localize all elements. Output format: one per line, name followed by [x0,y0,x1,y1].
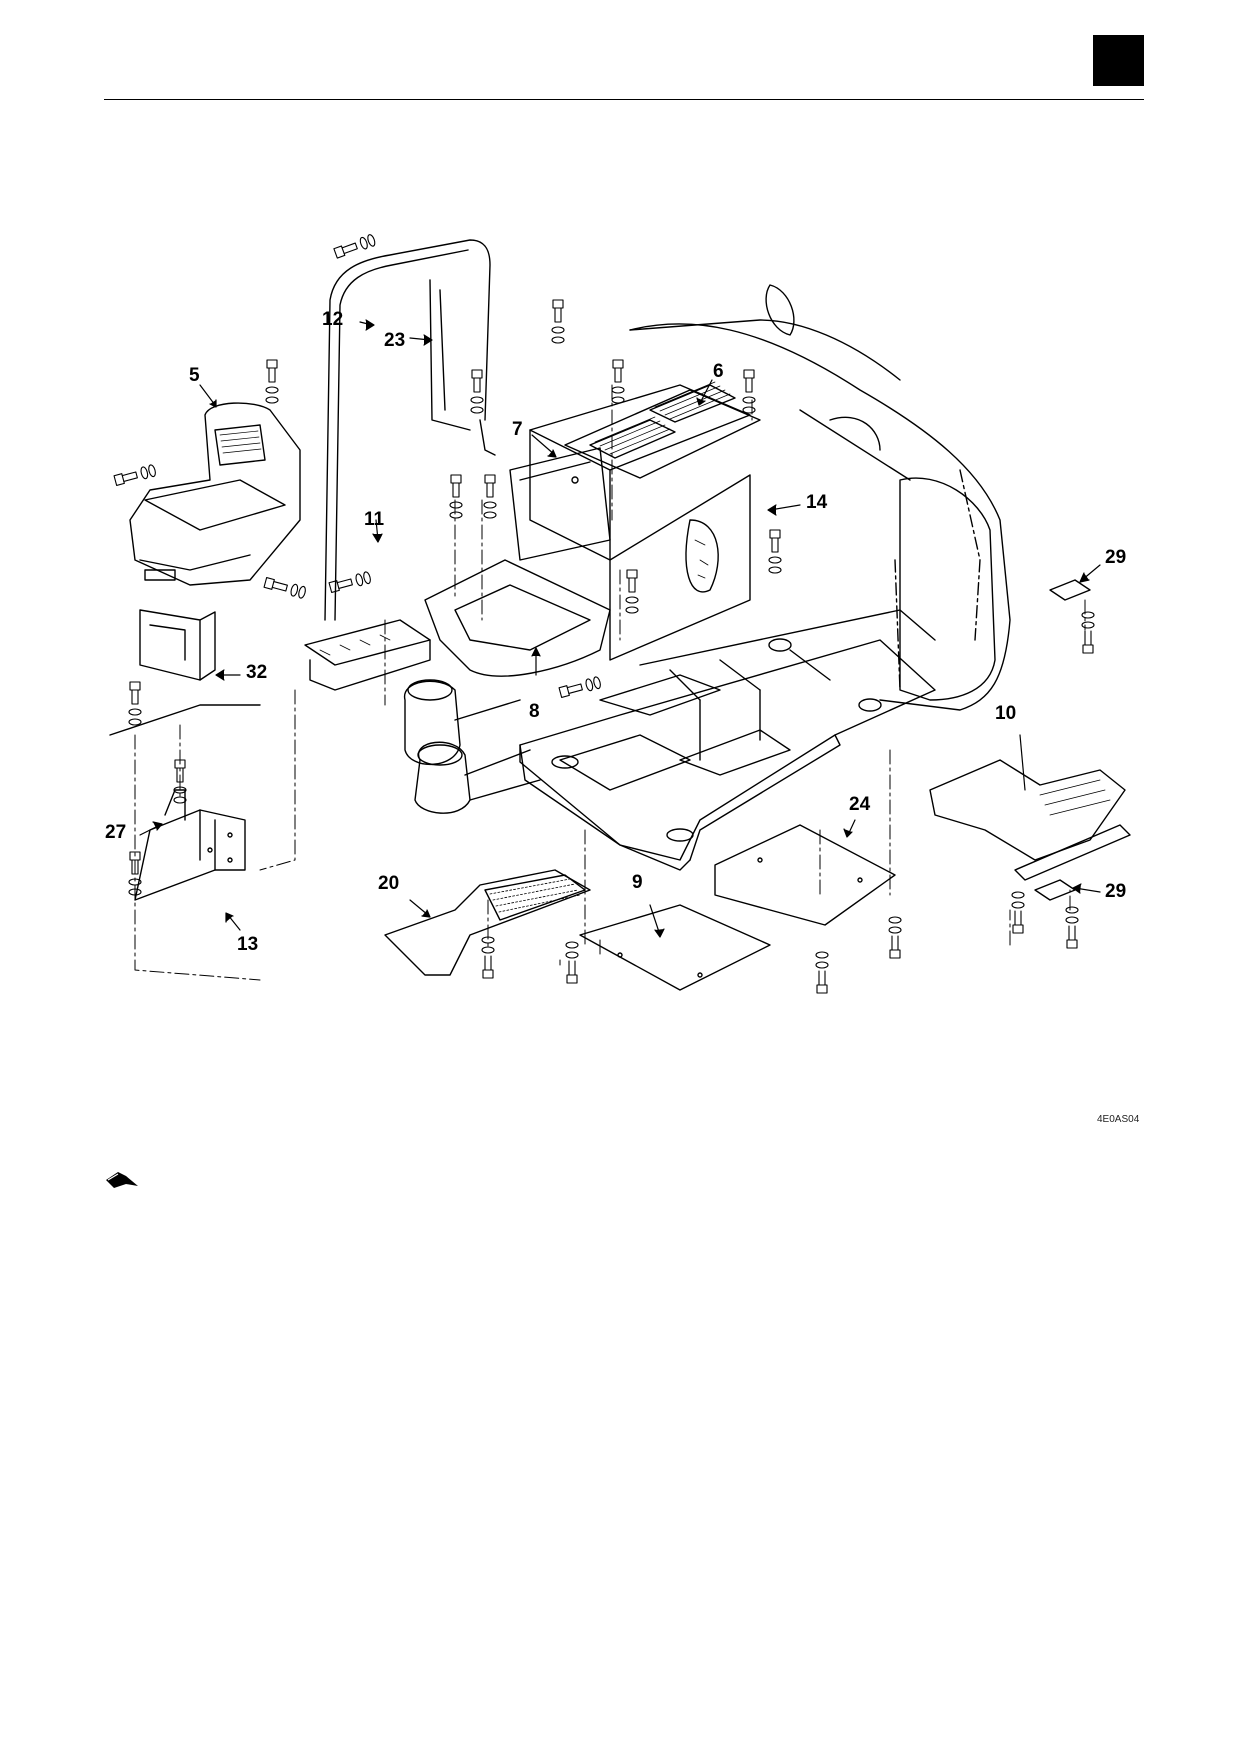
bracket-32 [109,609,261,736]
bolt-stack-inverted [481,611,1095,994]
callout-13: 13 [237,934,259,955]
under-cover-9 [579,904,771,991]
callout-8: 8 [529,701,540,722]
pencil-note-icon [106,1172,138,1188]
drawing-code: 4E0AS04 [1097,1114,1140,1125]
callout-23: 23 [384,330,406,351]
callout-20: 20 [378,873,400,894]
callout-12: 12 [322,309,344,330]
right-side-cover [629,284,1011,711]
assembly-centerlines [134,384,1086,981]
radiator-box [529,384,751,661]
callout-32: 32 [246,662,268,683]
floor-frame [519,609,936,871]
callout-6: 6 [713,361,724,382]
plate-29-bottom [1034,879,1076,901]
floor-plate-8 [424,559,611,677]
cover-7 [509,447,611,561]
guard-rail [324,239,496,621]
callout-arrows [139,319,1101,938]
callout-5: 5 [189,365,200,386]
bolt-stack-vertical [128,299,782,896]
callout-10: 10 [995,703,1017,724]
under-cover-24 [714,824,896,926]
top-cover [564,381,761,479]
callout-29-bottom: 29 [1105,881,1127,902]
section-tab-marker [1093,35,1144,86]
callout-29-top: 29 [1105,547,1127,568]
callout-14: 14 [806,492,828,513]
plate-29-top [1049,579,1091,601]
under-cover-20 [384,869,591,976]
callout-11: 11 [364,509,385,530]
callout-9: 9 [632,872,643,893]
header-rule [104,99,1144,100]
bolt-stack-horizontal [113,234,601,698]
seat-5 [129,402,301,586]
step-10 [929,759,1131,881]
frame-bosses [404,679,541,814]
step-bracket [304,619,431,691]
callout-27: 27 [105,822,127,843]
callout-24: 24 [849,794,871,815]
bracket-13 [134,789,246,901]
callout-7: 7 [512,419,523,440]
